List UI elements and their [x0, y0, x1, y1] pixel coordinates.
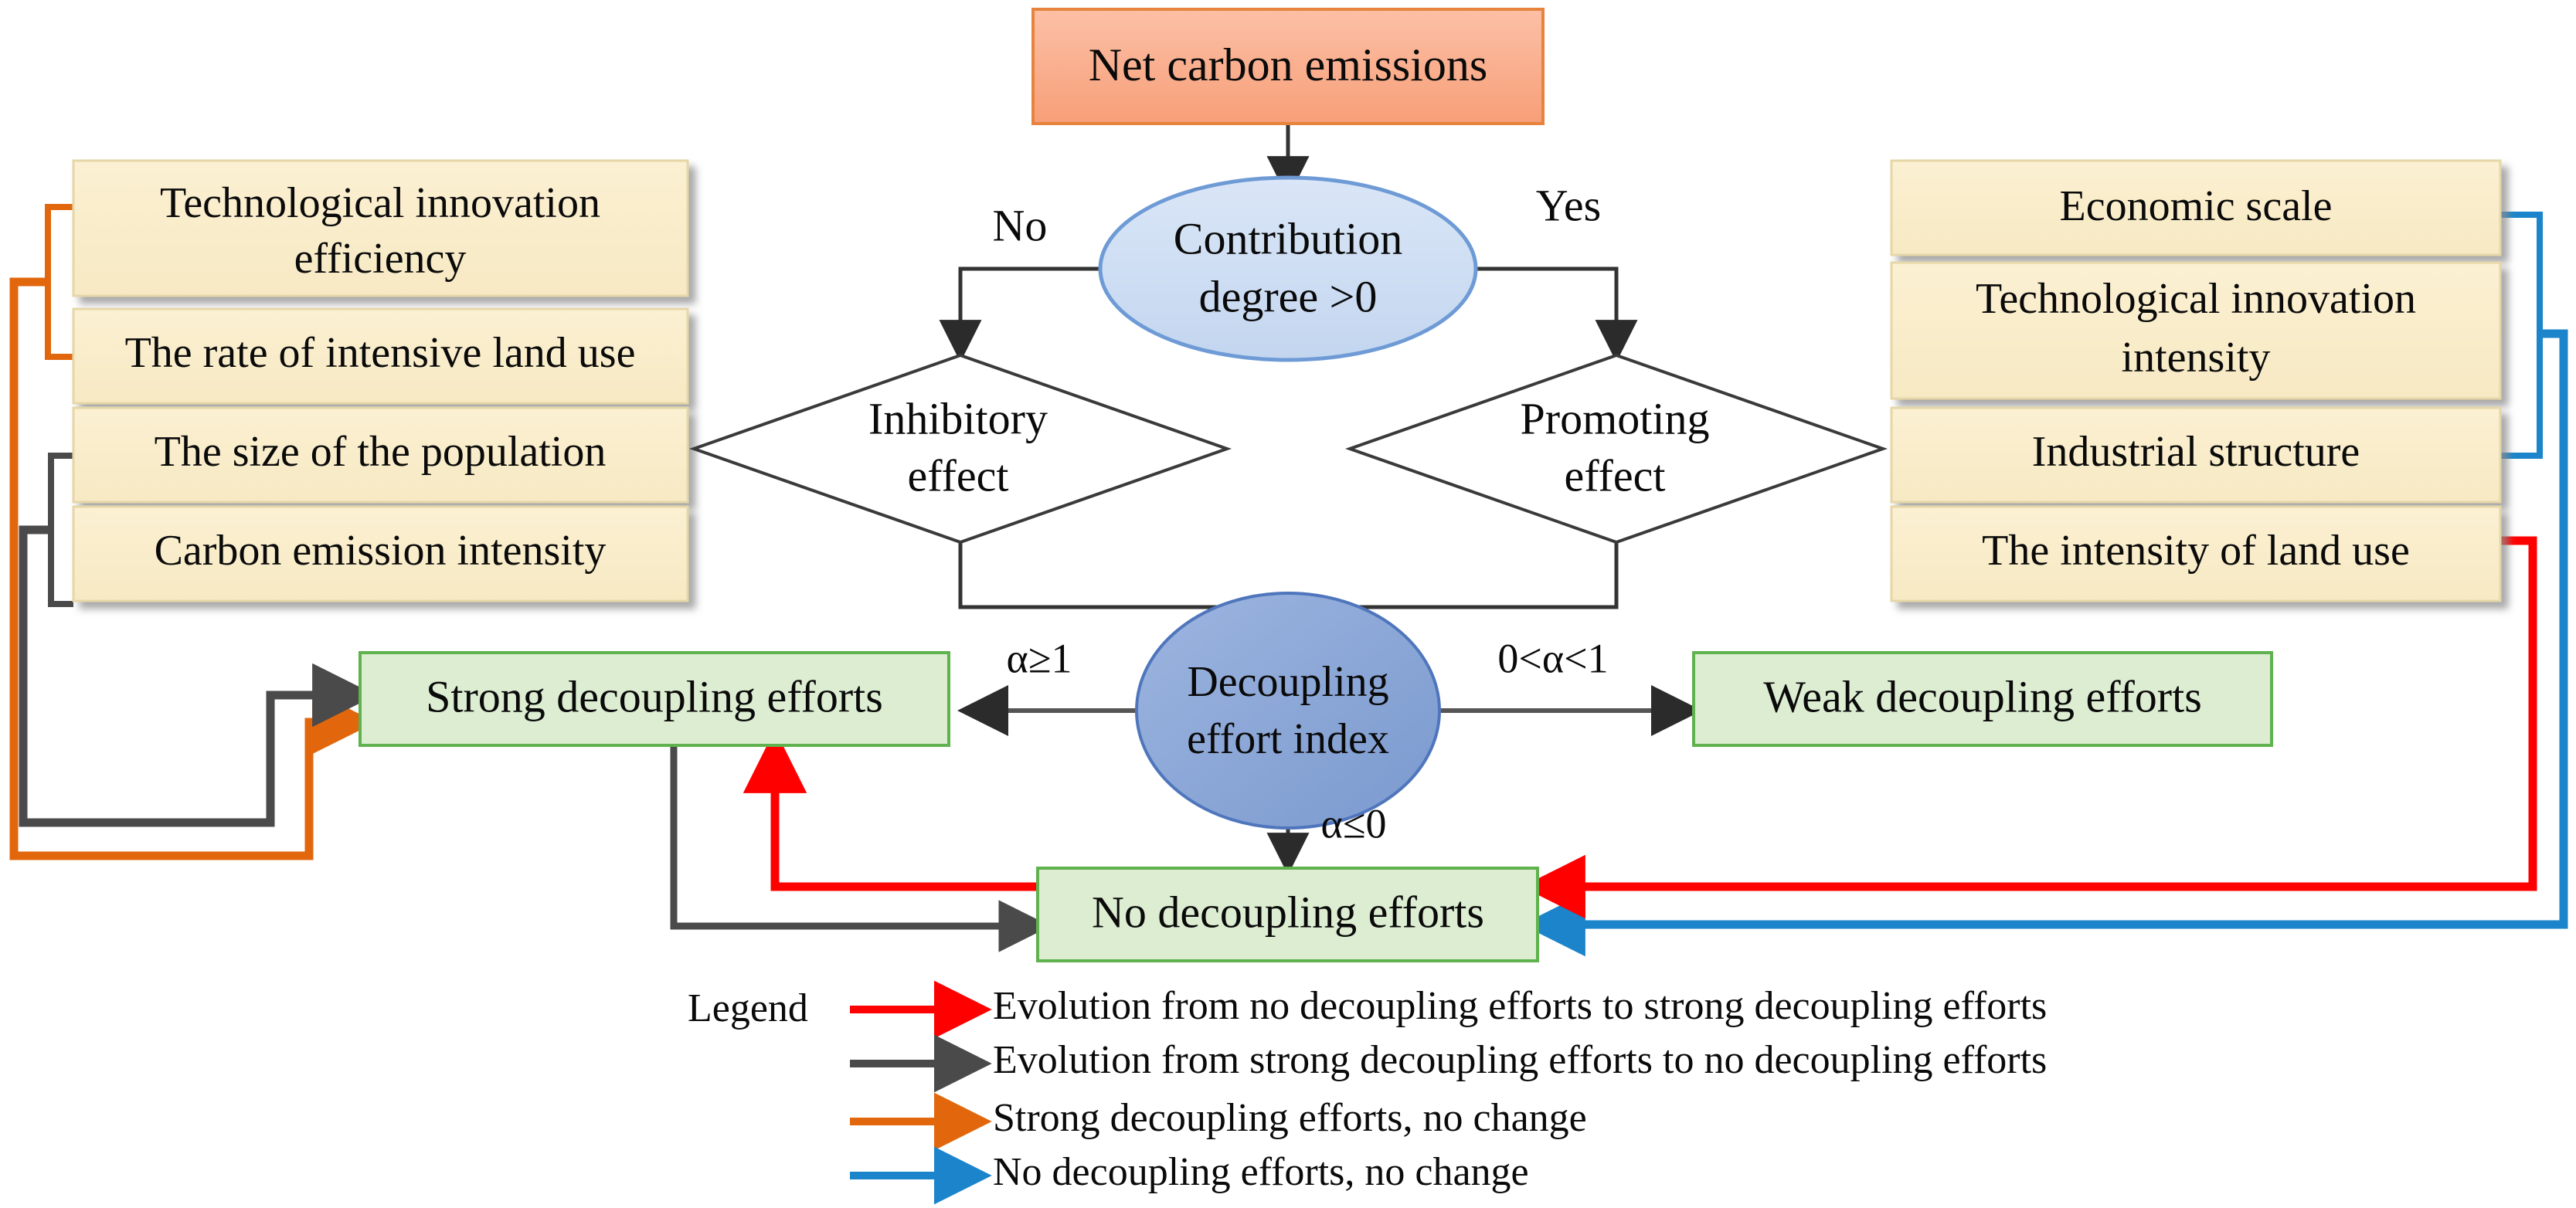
net-carbon-emissions-box[interactable]	[1031, 8, 1545, 125]
weak-decoupling-efforts-box[interactable]	[1692, 651, 2273, 747]
decoupling-effort-index-ellipse[interactable]	[1135, 592, 1441, 830]
promoting-effect-label-line1: Promoting	[1521, 393, 1710, 443]
factor-label-line1: Technological innovation	[160, 179, 600, 227]
index-edge-label-strong: α≥1	[1007, 635, 1072, 681]
contribution-degree-label-line2: degree >0	[1199, 271, 1378, 321]
contribution-degree-label-line1: Contribution	[1174, 213, 1402, 263]
edge-contribution-yes	[1474, 266, 1638, 363]
no-decoupling-efforts-box[interactable]	[1036, 867, 1539, 962]
branch-label-yes: Yes	[1536, 180, 1601, 230]
factor-box[interactable]: The size of the population	[72, 406, 689, 504]
index-edge-label-weak: 0<α<1	[1497, 635, 1608, 681]
branch-label-no: No	[993, 200, 1048, 250]
factor-label-line1: Industrial structure	[2032, 428, 2360, 476]
factor-box[interactable]: Carbon emission intensity	[72, 505, 689, 602]
edge-contribution-no	[939, 266, 1101, 363]
factor-box[interactable]: Economic scale	[1890, 159, 2502, 256]
carbon-emission-intensity-box[interactable]	[72, 505, 689, 602]
weak-decoupling-efforts-label: Weak decoupling efforts	[1763, 671, 2202, 721]
factor-label-line1: The intensity of land use	[1982, 527, 2410, 575]
factor-label-line2: intensity	[2122, 334, 2271, 382]
inhibitory-effect-diamond[interactable]	[688, 353, 1232, 545]
right-factor-boxes: Economic scale Technological innovation …	[1890, 159, 2502, 602]
no-decoupling-efforts-label: No decoupling efforts	[1092, 887, 1484, 937]
index-edge-label-none: α≤0	[1321, 800, 1387, 847]
net-carbon-emissions-node[interactable]: Net carbon emissions	[1031, 8, 1545, 125]
strong-decoupling-efforts-box[interactable]	[359, 651, 950, 747]
legend: Legend Evolution from no decoupling effo…	[688, 980, 2047, 1205]
factor-label-line1: Economic scale	[2060, 182, 2333, 230]
technological-innovation-intensity-box[interactable]	[1890, 261, 2502, 400]
legend-label-gray: Evolution from strong decoupling efforts…	[993, 1038, 2047, 1082]
net-carbon-emissions-label: Net carbon emissions	[1089, 39, 1488, 90]
no-decoupling-efforts-node[interactable]: No decoupling efforts	[1036, 867, 1539, 962]
contribution-degree-ellipse[interactable]	[1098, 175, 1478, 362]
legend-title: Legend	[688, 986, 808, 1030]
technological-innovation-efficiency-box[interactable]	[72, 159, 689, 297]
rate-of-intensive-land-use-box[interactable]	[72, 307, 689, 405]
legend-label-orange: Strong decoupling efforts, no change	[993, 1096, 1587, 1140]
legend-label-blue: No decoupling efforts, no change	[993, 1150, 1529, 1194]
promoting-effect-node[interactable]: Promoting effect	[1344, 353, 1888, 545]
factor-label-line1: The rate of intensive land use	[125, 329, 636, 377]
decoupling-effort-index-label-line1: Decoupling	[1187, 658, 1388, 706]
inhibitory-effect-node[interactable]: Inhibitory effect	[688, 353, 1232, 545]
bracket-blue-right-inner	[2500, 212, 2543, 459]
decoupling-effort-index-node[interactable]: Decoupling effort index	[1135, 592, 1441, 830]
industrial-structure-box[interactable]	[1890, 406, 2502, 504]
factor-box[interactable]: Industrial structure	[1890, 406, 2502, 504]
bracket-gray-left-inner	[48, 453, 73, 607]
size-of-the-population-box[interactable]	[72, 406, 689, 504]
intensity-of-land-use-box[interactable]	[1890, 505, 2502, 602]
promoting-effect-diamond[interactable]	[1344, 353, 1888, 545]
left-factor-boxes: Technological innovation efficiency The …	[72, 159, 689, 602]
economic-scale-box[interactable]	[1890, 159, 2502, 256]
weak-decoupling-efforts-node[interactable]: Weak decoupling efforts	[1692, 651, 2273, 747]
promoting-effect-label-line2: effect	[1565, 450, 1666, 501]
factor-box[interactable]: The rate of intensive land use	[72, 307, 689, 405]
strong-decoupling-efforts-node[interactable]: Strong decoupling efforts	[359, 651, 950, 747]
factor-box[interactable]: The intensity of land use	[1890, 505, 2502, 602]
edge-blue-to-none	[1521, 329, 2568, 957]
edge-strong-to-none	[670, 745, 1051, 952]
edge-gray-to-strong	[19, 525, 376, 827]
factor-box[interactable]: Technological innovation intensity	[1890, 261, 2502, 400]
inhibitory-effect-label-line2: effect	[908, 450, 1009, 501]
strong-decoupling-efforts-label: Strong decoupling efforts	[426, 671, 883, 721]
factor-label-line1: Technological innovation	[1976, 275, 2416, 323]
edge-red-to-none	[1521, 536, 2537, 919]
bracket-orange-left-inner	[45, 204, 73, 360]
decoupling-effort-index-label-line2: effort index	[1187, 715, 1389, 763]
contribution-degree-node[interactable]: Contribution degree >0	[1098, 175, 1478, 362]
factor-label-line1: Carbon emission intensity	[155, 527, 607, 575]
factor-box[interactable]: Technological innovation efficiency	[72, 159, 689, 297]
inhibitory-effect-label-line1: Inhibitory	[868, 393, 1048, 443]
edge-none-to-strong	[743, 729, 1038, 891]
factor-label-line1: The size of the population	[155, 428, 607, 476]
legend-label-red: Evolution from no decoupling efforts to …	[993, 984, 2047, 1028]
factor-label-line2: efficiency	[294, 235, 467, 283]
